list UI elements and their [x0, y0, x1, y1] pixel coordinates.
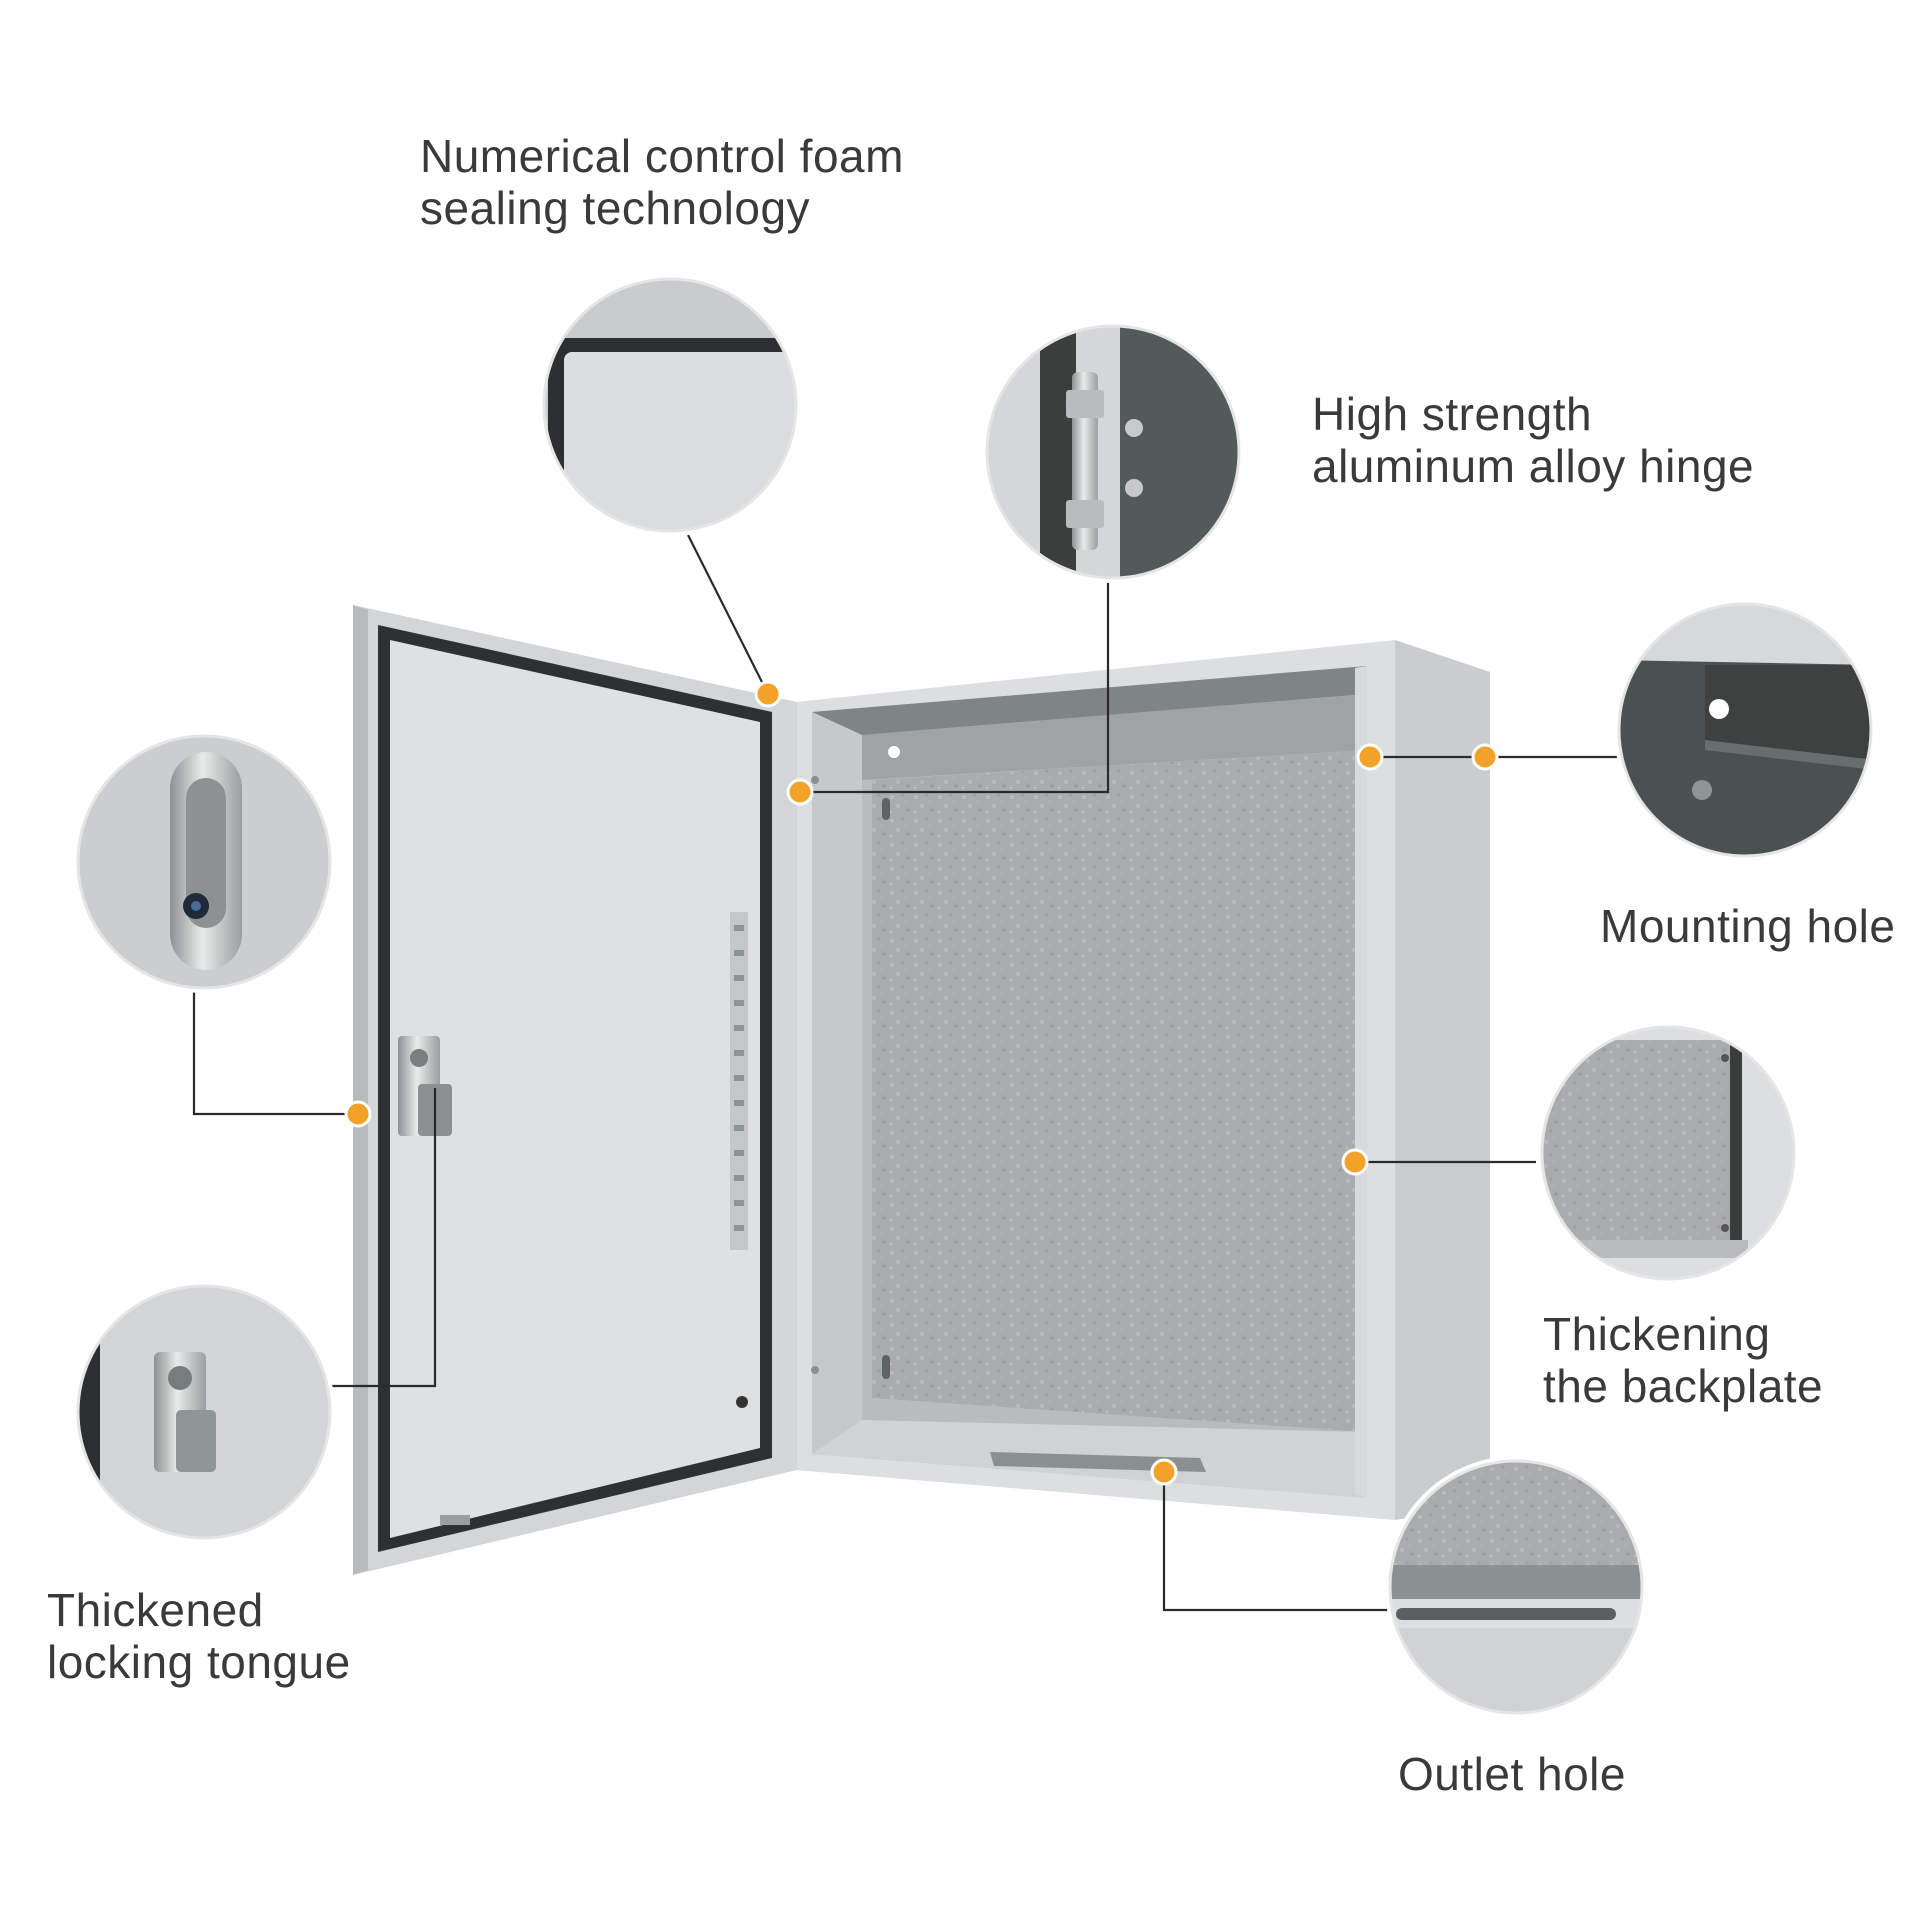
detail-locking-tongue — [73, 1281, 335, 1543]
leader-tongue — [332, 1088, 437, 1388]
cabinet — [780, 640, 1490, 1520]
detail-foam-seal — [539, 274, 801, 536]
leader-hinge — [800, 580, 1110, 794]
label-outlet-hole: Outlet hole — [1398, 1748, 1626, 1800]
label-tongue-line2: locking tongue — [47, 1636, 351, 1688]
label-locking-tongue: Thickened locking tongue — [47, 1584, 351, 1688]
label-backplate-line1: Thickening — [1543, 1308, 1771, 1360]
label-foam-sealing: Numerical control foam sealing technolog… — [420, 130, 904, 234]
label-foam-line2: sealing technology — [420, 182, 811, 234]
label-hinge-line1: High strength — [1312, 388, 1593, 440]
dot-backplate — [1341, 1148, 1369, 1176]
label-tongue-line1: Thickened — [47, 1584, 264, 1636]
label-mounting-hole: Mounting hole — [1600, 900, 1895, 952]
cabinet-side-panel — [1395, 640, 1490, 1520]
dot-lock — [344, 1100, 372, 1128]
label-backplate: Thickening the backplate — [1543, 1308, 1823, 1412]
door-edge — [353, 605, 368, 1575]
backplate-rail-top — [862, 694, 1367, 780]
dot-foam — [754, 680, 782, 708]
label-foam-line1: Numerical control foam — [420, 130, 904, 182]
backplate — [872, 750, 1367, 1432]
label-hinge: High strength aluminum alloy hinge — [1312, 388, 1754, 492]
dot-mounting-right — [1471, 743, 1499, 771]
leader-foam — [687, 534, 769, 695]
dot-hinge — [786, 778, 814, 806]
label-outlet-line1: Outlet hole — [1398, 1748, 1626, 1800]
dot-outlet — [1150, 1458, 1178, 1486]
leader-outlet — [1162, 1472, 1388, 1612]
cabinet-top-wall — [812, 666, 1367, 735]
hinge-icon — [1066, 372, 1104, 550]
detail-mounting-hole — [1614, 599, 1876, 861]
detail-backplate — [1537, 1022, 1799, 1284]
detail-outlet-hole — [1385, 1456, 1647, 1718]
dot-mounting-left — [1356, 743, 1384, 771]
label-mounting-line1: Mounting hole — [1600, 900, 1896, 952]
label-backplate-line2: the backplate — [1543, 1360, 1824, 1412]
door-inner-panel — [390, 640, 760, 1538]
cabinet-left-wall — [812, 712, 862, 1454]
callout-dots — [344, 680, 1499, 1486]
detail-hinge — [982, 321, 1244, 583]
label-hinge-line2: aluminum alloy hinge — [1312, 440, 1755, 492]
door-lock-handle-icon — [170, 752, 242, 970]
door — [353, 605, 797, 1575]
detail-lock — [73, 731, 335, 993]
leader-lock — [192, 988, 358, 1116]
